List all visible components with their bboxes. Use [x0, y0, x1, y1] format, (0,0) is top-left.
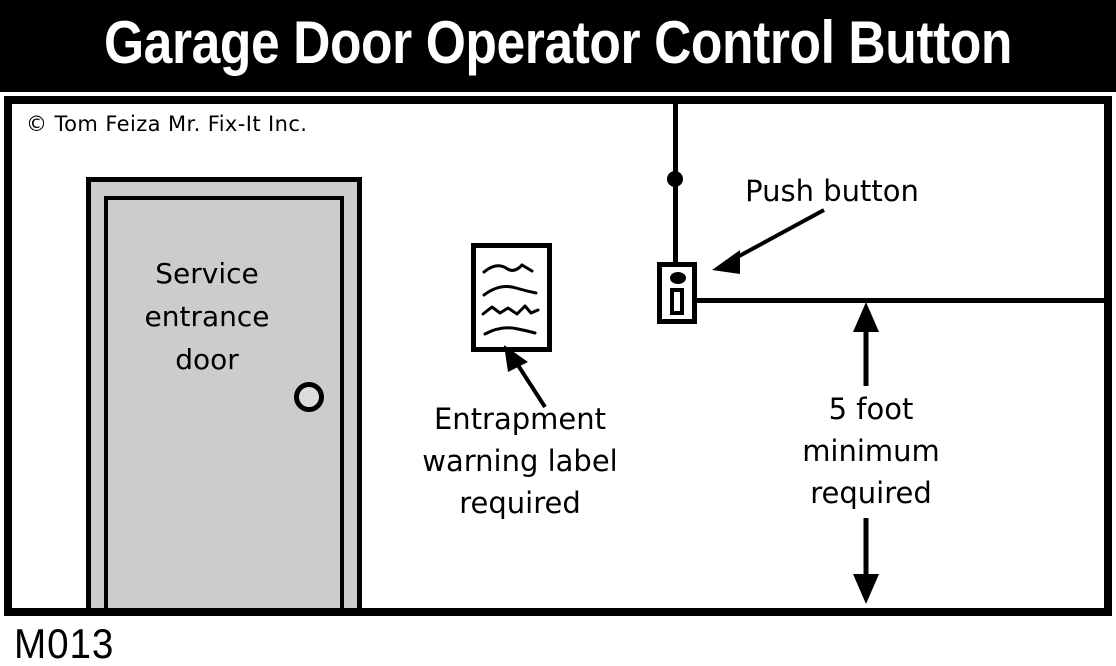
entrapment-warning-label — [471, 243, 552, 352]
page-title: Garage Door Operator Control Button — [103, 9, 1013, 76]
warning-label-squiggle-lines — [481, 263, 540, 336]
push-button-pointer-arrow — [712, 208, 825, 274]
clearance-arrow-lower — [853, 518, 879, 604]
copyright-notice: © Tom Feiza Mr. Fix-It Inc. — [26, 112, 308, 136]
clearance-arrow-upper — [853, 302, 879, 386]
entrapment-warning-caption: Entrapment warning label required — [422, 402, 618, 520]
door-knob-icon — [294, 382, 324, 412]
push-button-switch-icon — [670, 288, 684, 315]
service-door-label: Service entrance door — [144, 257, 270, 376]
document-code: M013 — [14, 620, 115, 666]
diagram-frame: © Tom Feiza Mr. Fix-It Inc. Service entr… — [4, 96, 1112, 616]
wire-connector-dot-icon — [667, 171, 683, 187]
push-button-device[interactable] — [657, 262, 697, 324]
clearance-caption: 5 foot minimum required — [802, 392, 940, 510]
floor-reference-line — [693, 298, 1104, 303]
title-banner: Garage Door Operator Control Button — [0, 0, 1116, 92]
push-button-indicator-icon — [670, 272, 686, 284]
diagram-canvas: © Tom Feiza Mr. Fix-It Inc. Service entr… — [12, 104, 1104, 608]
push-button-caption: Push button — [745, 174, 919, 208]
